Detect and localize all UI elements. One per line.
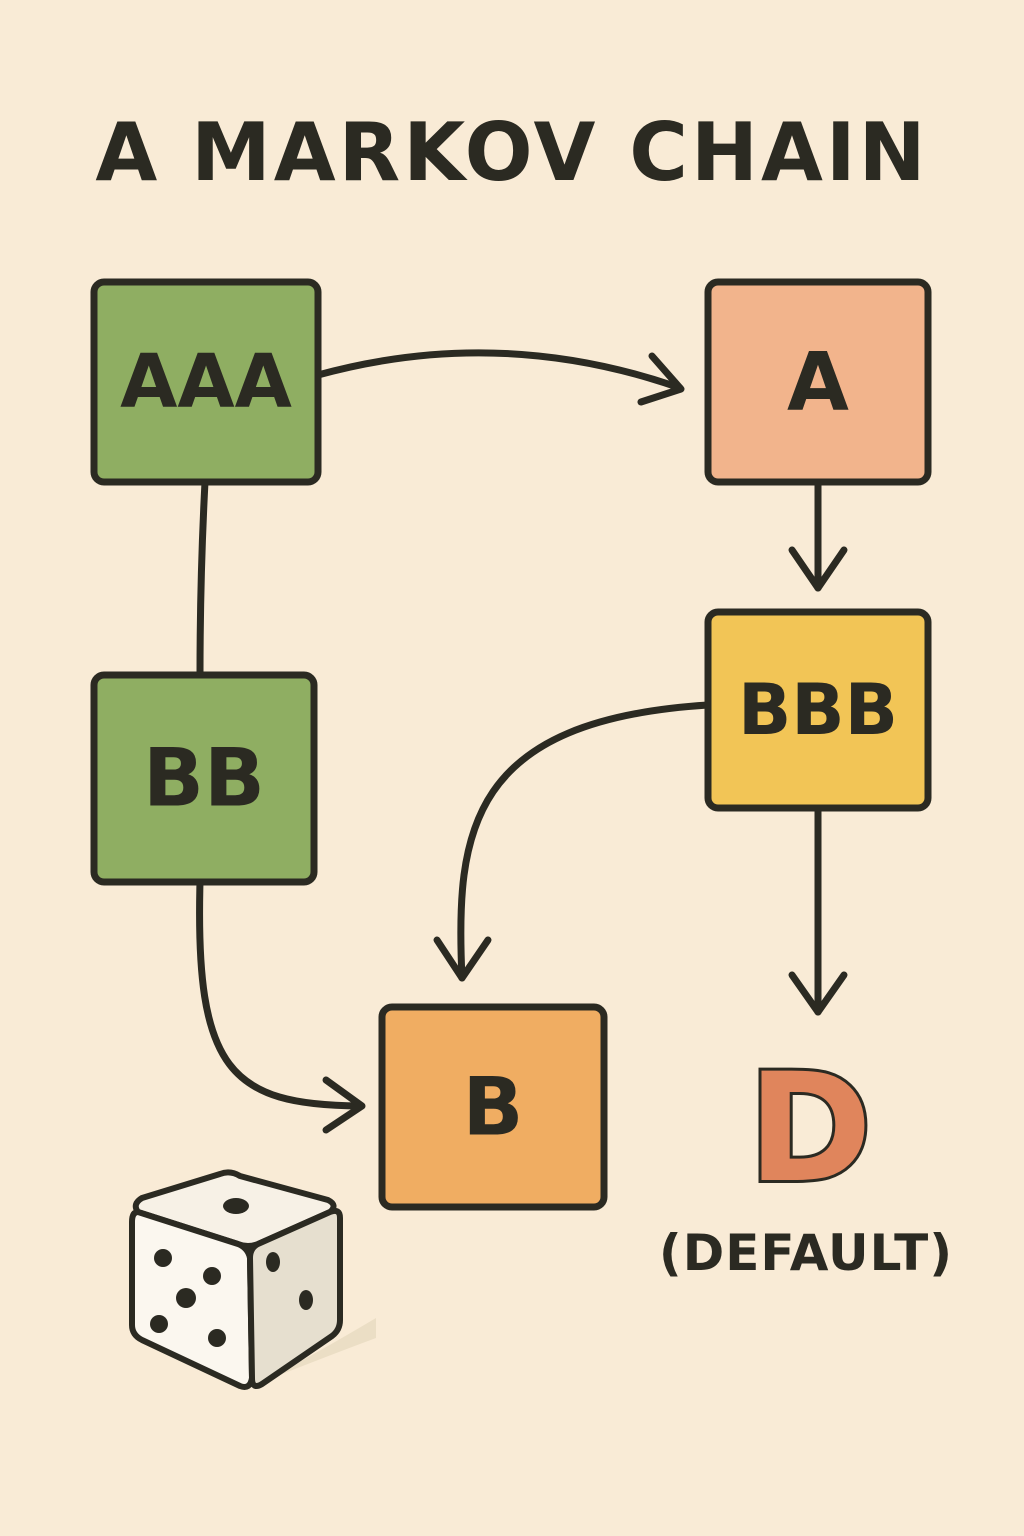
- state-bbb: BBB: [704, 608, 932, 812]
- arrowhead-aaa-to-a: [637, 352, 685, 406]
- state-box-a: [704, 278, 932, 486]
- edge-bb-to-b: [196, 878, 364, 1110]
- arrowhead-bb-to-b: [322, 1076, 366, 1134]
- state-box-bb: [90, 671, 318, 886]
- state-bb: BB: [90, 671, 318, 886]
- state-label-b: B: [463, 1061, 524, 1154]
- default-state-letter: D: [748, 1042, 873, 1216]
- state-box-bbb: [704, 608, 932, 812]
- state-label-bbb: BBB: [738, 669, 898, 751]
- default-state-caption: (DEFAULT): [659, 1224, 953, 1282]
- state-aaa: AAA: [90, 278, 322, 486]
- arrowhead-bbb-to-b: [433, 936, 492, 982]
- default-state: D (DEFAULT): [659, 1039, 953, 1282]
- state-box-aaa: [90, 278, 322, 486]
- arrowhead-bbb-to-default: [788, 971, 848, 1016]
- state-b: B: [378, 1003, 608, 1211]
- transitions: [196, 349, 848, 1134]
- edge-aaa-to-a: [314, 349, 684, 392]
- dice-icon: [129, 1169, 376, 1390]
- diagram-title: A MARKOV CHAIN: [95, 106, 928, 199]
- state-label-aaa: AAA: [120, 339, 292, 425]
- state-box-b: [378, 1003, 608, 1211]
- edge-bbb-to-b: [457, 701, 712, 982]
- edge-aaa-to-bb: [196, 478, 209, 679]
- state-a: A: [704, 278, 932, 486]
- state-label-a: A: [787, 336, 849, 429]
- arrowhead-a-to-bbb: [788, 546, 848, 592]
- state-label-bb: BB: [143, 732, 265, 825]
